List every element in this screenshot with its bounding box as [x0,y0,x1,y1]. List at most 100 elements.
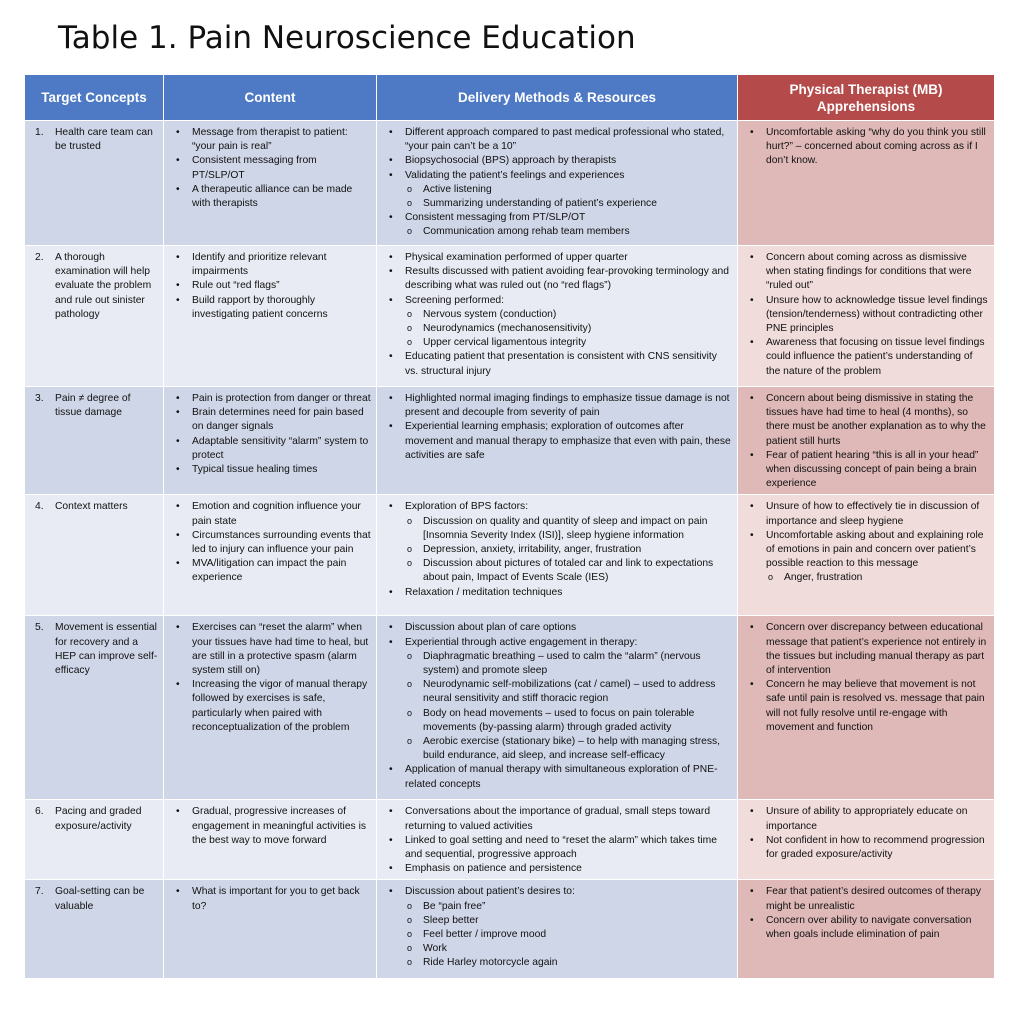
content-item: Build rapport by thoroughly investigatin… [170,294,371,322]
delivery-item: Highlighted normal imaging findings to e… [383,392,732,420]
delivery-list: Different approach compared to past medi… [383,126,732,240]
target-concept: 4. Context matters [31,500,158,514]
delivery-item: Experiential learning emphasis; explorat… [383,420,732,463]
content-item: Increasing the vigor of manual therapy f… [170,678,371,735]
cell-content: Message from therapist to patient: “your… [163,120,377,246]
delivery-item: Screening performed: [383,294,732,308]
cell-target-concept: 7.Goal-setting can be valuable [24,879,164,980]
apprehension-item: Unsure how to acknowledge tissue level f… [744,294,989,337]
content-item: A therapeutic alliance can be made with … [170,183,371,211]
delivery-subitem: Summarizing understanding of patient’s e… [383,196,732,211]
delivery-item: Discussion about plan of care options [383,621,732,635]
cell-delivery: Conversations about the importance of gr… [376,799,738,881]
content-item: Exercises can “reset the alarm” when you… [170,621,371,678]
cell-content: Emotion and cognition influence your pai… [163,494,377,617]
apprehension-item: Fear that patient’s desired outcomes of … [744,885,989,913]
concept-text: Pacing and graded exposure/activity [55,806,142,832]
content-item: Emotion and cognition influence your pai… [170,500,371,528]
concept-text: Context matters [55,501,128,513]
content-item: Rule out “red flags” [170,279,371,293]
delivery-subitem: Active listening [383,182,732,197]
apprehension-list: Fear that patient’s desired outcomes of … [744,885,989,942]
content-list: Identify and prioritize relevant impairm… [170,251,371,322]
delivery-list: Discussion about patient’s desires to:Be… [383,885,732,970]
cell-target-concept: 1.Health care team can be trusted [24,120,164,246]
cell-apprehensions: Concern about coming across as dismissiv… [737,245,995,387]
cell-content: Pain is protection from danger or threat… [163,385,377,496]
apprehension-item: Concern about being dismissive in statin… [744,392,989,449]
concept-number: 7. [35,886,44,898]
concept-text: Movement is essential for recovery and a… [55,622,158,677]
content-item: Circumstances surrounding events that le… [170,529,371,557]
apprehension-list: Concern about coming across as dismissiv… [744,251,989,379]
cell-delivery: Highlighted normal imaging findings to e… [376,385,738,496]
target-concept: 3.Pain ≠ degree of tissue damage [31,392,158,420]
apprehension-item: Fear of patient hearing “this is all in … [744,449,989,492]
content-item: MVA/litigation can impact the pain exper… [170,557,371,585]
content-item: Brain determines need for pain based on … [170,406,371,434]
concept-number: 4. [35,501,44,513]
content-list: Exercises can “reset the alarm” when you… [170,621,371,735]
delivery-item: Consistent messaging from PT/SLP/OT [383,211,732,225]
header-apprehensions: Physical Therapist (MB) Apprehensions [737,74,995,121]
header-target-concepts: Target Concepts [24,74,164,121]
delivery-item: Conversations about the importance of gr… [383,805,732,833]
delivery-list: Exploration of BPS factors:Discussion on… [383,500,732,600]
header-row: Target Concepts Content Delivery Methods… [24,74,995,121]
page-title: Table 1. Pain Neuroscience Education [58,20,636,56]
cell-delivery: Discussion about plan of care optionsExp… [376,615,738,801]
delivery-item: Linked to goal setting and need to “rese… [383,834,732,862]
delivery-list: Physical examination performed of upper … [383,251,732,379]
cell-apprehensions: Uncomfortable asking “why do you think y… [737,120,995,246]
delivery-item: Different approach compared to past medi… [383,126,732,154]
delivery-subitem: Neurodynamic self-mobilizations (cat / c… [383,677,732,706]
table-row: 1.Health care team can be trusted Message… [24,120,995,246]
delivery-item: Educating patient that presentation is c… [383,350,732,378]
delivery-list: Discussion about plan of care optionsExp… [383,621,732,791]
header-content: Content [163,74,377,121]
delivery-subitem: Work [383,941,732,956]
apprehension-item: Concern over ability to navigate convers… [744,914,989,942]
target-concept: 1.Health care team can be trusted [31,126,158,154]
cell-apprehensions: Concern over discrepancy between educati… [737,615,995,801]
delivery-subitem: Diaphragmatic breathing – used to calm t… [383,649,732,678]
content-list: Message from therapist to patient: “your… [170,126,371,211]
delivery-subitem: Discussion on quality and quantity of sl… [383,514,732,543]
delivery-subitem: Be “pain free” [383,899,732,914]
content-item: Gradual, progressive increases of engage… [170,805,371,848]
delivery-list: Conversations about the importance of gr… [383,805,732,876]
table-row: 4. Context matters Emotion and cognition i… [24,494,995,617]
apprehension-list: Unsure of how to effectively tie in disc… [744,500,989,585]
concept-text: Pain ≠ degree of tissue damage [55,393,131,419]
cell-apprehensions: Unsure of how to effectively tie in disc… [737,494,995,617]
delivery-subitem: Feel better / improve mood [383,927,732,942]
concept-number: 5. [35,622,44,634]
cell-target-concept: 5. Movement is essential for recovery and… [24,615,164,801]
cell-target-concept: 4. Context matters [24,494,164,617]
cell-target-concept: 3.Pain ≠ degree of tissue damage [24,385,164,496]
apprehension-list: Concern about being dismissive in statin… [744,392,989,491]
target-concept: 6.Pacing and graded exposure/activity [31,805,158,833]
apprehension-list: Unsure of ability to appropriately educa… [744,805,989,862]
content-item: Pain is protection from danger or threat [170,392,371,406]
delivery-subitem: Sleep better [383,913,732,928]
cell-content: What is important for you to get back to… [163,879,377,980]
apprehension-item: Concern over discrepancy between educati… [744,621,989,678]
apprehension-item: Unsure of ability to appropriately educa… [744,805,989,833]
apprehension-item: Concern about coming across as dismissiv… [744,251,989,294]
content-item: What is important for you to get back to… [170,885,371,913]
content-list: What is important for you to get back to… [170,885,371,913]
target-concept: 2.A thorough examination will help evalu… [31,251,158,322]
cell-delivery: Different approach compared to past medi… [376,120,738,246]
content-list: Pain is protection from danger or threat… [170,392,371,477]
delivery-item: Emphasis on patience and persistence [383,862,732,876]
content-item: Consistent messaging from PT/SLP/OT [170,154,371,182]
apprehension-list: Concern over discrepancy between educati… [744,621,989,735]
concept-text: A thorough examination will help evaluat… [55,252,152,320]
cell-delivery: Discussion about patient’s desires to:Be… [376,879,738,980]
apprehension-item: Not confident in how to recommend progre… [744,834,989,862]
delivery-subitem: Ride Harley motorcycle again [383,955,732,970]
content-item: Message from therapist to patient: “your… [170,126,371,154]
table-body: 1.Health care team can be trusted Message… [24,120,995,980]
delivery-subitem: Nervous system (conduction) [383,307,732,322]
